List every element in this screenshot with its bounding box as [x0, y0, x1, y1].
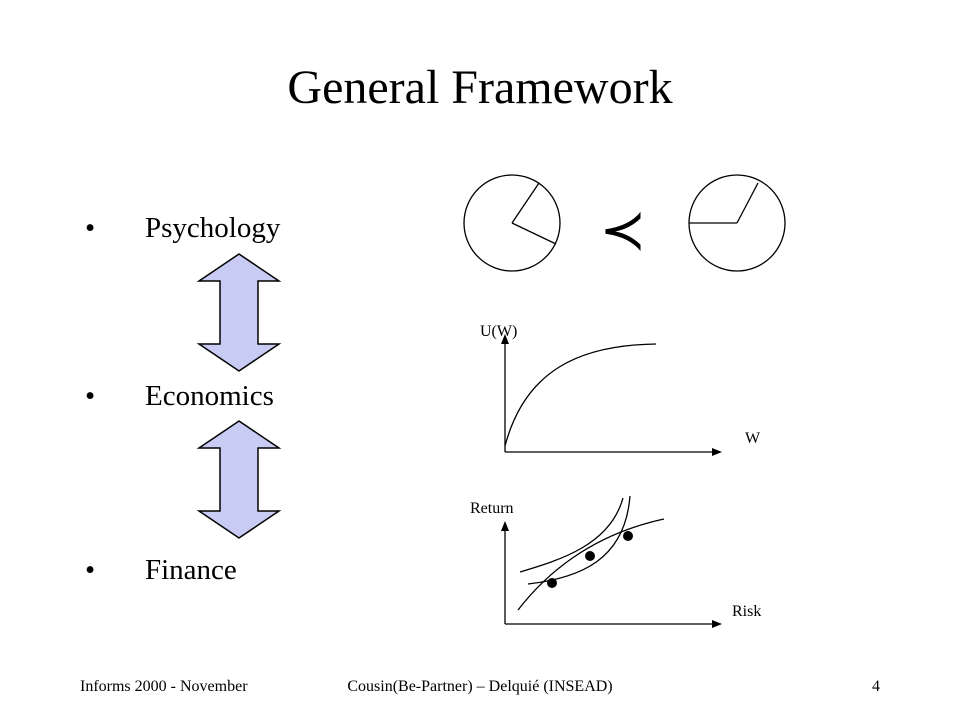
bullet-glyph: • — [85, 380, 96, 412]
footer-center: Cousin(Be-Partner) – Delquié (INSEAD) — [347, 678, 613, 695]
arrow-shape — [196, 420, 282, 539]
risk-return-graph — [501, 495, 722, 628]
portfolio-point — [547, 578, 557, 588]
bullet-economics: • Economics — [85, 378, 274, 414]
bullet-glyph: • — [85, 554, 96, 586]
y-axis-arrowhead — [501, 334, 509, 344]
bullet-text: Economics — [145, 380, 274, 412]
bullet-text: Psychology — [145, 212, 281, 244]
y-axis-arrowhead — [501, 521, 509, 531]
utility-graph — [501, 334, 722, 456]
portfolio-point — [585, 551, 595, 561]
utility-y-label: U(W) — [480, 323, 517, 340]
x-axis-arrowhead — [712, 448, 722, 456]
bullet-psychology: • Psychology — [85, 210, 280, 246]
lottery-circle-right — [688, 174, 786, 272]
lottery-circle-left — [463, 174, 561, 272]
slide-title: General Framework — [287, 61, 673, 114]
utility-x-label: W — [745, 430, 761, 447]
page-number: 4 — [872, 678, 880, 695]
x-axis-arrowhead — [712, 620, 722, 628]
portfolio-point — [623, 531, 633, 541]
footer-left: Informs 2000 - November — [80, 678, 248, 695]
double-arrow-icon — [196, 420, 282, 539]
preference-symbol: ≺ — [600, 198, 647, 263]
arrow-shape — [196, 253, 282, 372]
risk-x-label: Risk — [732, 603, 761, 620]
double-arrow-icon — [196, 253, 282, 372]
bullet-text: Finance — [145, 554, 237, 586]
bullet-glyph: • — [85, 212, 96, 244]
return-y-label: Return — [470, 500, 514, 517]
efficient-frontier-line — [517, 518, 665, 611]
bullet-finance: • Finance — [85, 552, 237, 588]
indifference-curve-inner — [519, 497, 624, 573]
indifference-curve-outer — [527, 495, 631, 585]
utility-curve — [504, 343, 657, 447]
